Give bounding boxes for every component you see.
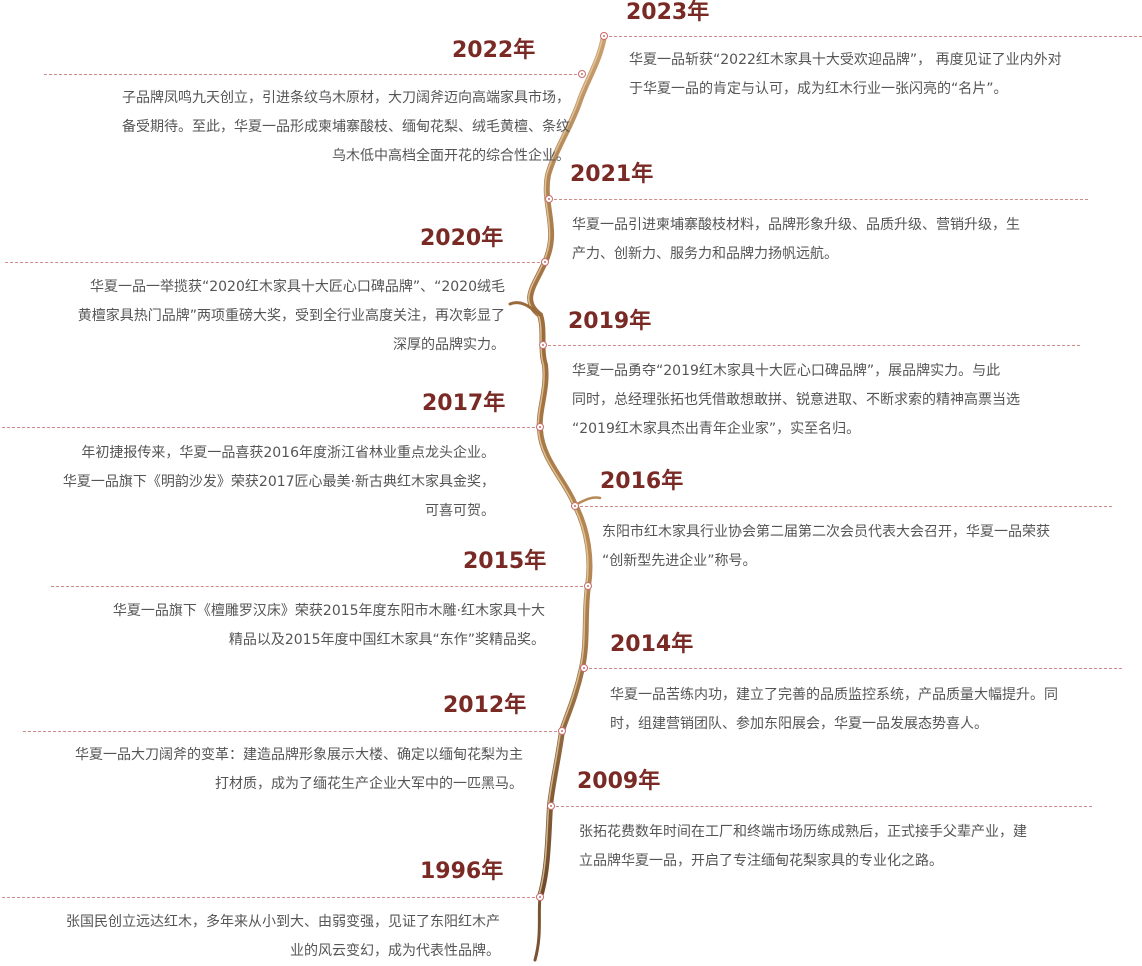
dashed-connector <box>2 427 540 428</box>
event-description: 华夏一品斩获“2022红木家具十大受欢迎品牌”， 再度见证了业内外对于华夏一品的… <box>629 46 1139 104</box>
dashed-connector <box>543 345 1080 346</box>
event-year: 2023年 <box>626 0 710 25</box>
event-description: 张国民创立远达红木，多年来从小到大、由弱变强，见证了东阳红木产业的风云变幻，成为… <box>0 908 500 966</box>
event-description-line: 打材质，成为了缅花生产企业大军中的一匹黑马。 <box>215 776 523 792</box>
event-year: 2021年 <box>570 162 654 187</box>
event-description: 张拓花费数年时间在工厂和终端市场历练成熟后，正式接手父辈产业，建立品牌华夏一品，… <box>579 818 1099 876</box>
event-year: 2017年 <box>422 391 506 416</box>
event-description-line: 立品牌华夏一品，开启了专注缅甸花梨家具的专业化之路。 <box>579 853 943 869</box>
event-year: 2012年 <box>443 693 527 718</box>
dashed-connector <box>575 506 1112 507</box>
timeline-node-icon <box>584 582 592 590</box>
event-year: 2014年 <box>610 632 694 657</box>
dashed-connector <box>549 199 1088 200</box>
event-description-line: 备受期待。至此，华夏一品形成柬埔寨酸枝、缅甸花梨、绒毛黄檀、条纹 <box>122 119 570 135</box>
event-description-line: 业的风云变幻，成为代表性品牌。 <box>290 943 500 959</box>
event-description: 华夏一品一举揽获“2020红木家具十大匠心口碑品牌”、“2020绒毛黄檀家具热门… <box>5 273 505 360</box>
event-description: 华夏一品勇夺“2019红木家具十大匠心口碑品牌”，展品牌实力。与此同时，总经理张… <box>572 357 1082 444</box>
event-description-line: 产力、创新力、服务力和品牌力扬帆远航。 <box>572 246 838 262</box>
event-description-line: “2019红木家具杰出青年企业家”，实至名归。 <box>572 421 861 437</box>
event-description-line: 可喜可贺。 <box>425 503 495 519</box>
event-description-line: 张拓花费数年时间在工厂和终端市场历练成熟后，正式接手父辈产业，建 <box>579 824 1027 840</box>
timeline-node-icon <box>600 32 608 40</box>
event-year: 2009年 <box>577 769 661 794</box>
event-description-line: 张国民创立远达红木，多年来从小到大、由弱变强，见证了东阳红木产 <box>66 914 500 930</box>
event-description-line: 华夏一品旗下《明韵沙发》荣获2017匠心最美·新古典红木家具金奖， <box>62 474 495 490</box>
dashed-connector <box>2 897 540 898</box>
event-description-line: 深厚的品牌实力。 <box>393 337 505 353</box>
event-year: 2019年 <box>568 309 652 334</box>
event-description-line: 华夏一品苦练内功，建立了完善的品质监控系统，产品质量大幅提升。同 <box>610 687 1058 703</box>
dashed-connector <box>51 586 588 587</box>
event-description: 东阳市红木家具行业协会第二届第二次会员代表大会召开，华夏一品荣获 “创新型先进企业… <box>602 518 1122 576</box>
dashed-connector <box>604 36 1142 37</box>
timeline-node-icon <box>571 502 579 510</box>
event-description-line: 华夏一品旗下《檀雕罗汉床》荣获2015年度东阳市木雕·红木家具十大 <box>112 603 545 619</box>
event-description: 华夏一品旗下《檀雕罗汉床》荣获2015年度东阳市木雕·红木家具十大精品以及201… <box>40 597 545 655</box>
event-description-line: 华夏一品大刀阔斧的变革：建造品牌形象展示大楼、确定以缅甸花梨为主 <box>75 747 523 763</box>
event-description-line: 黄檀家具热门品牌”两项重磅大奖，受到全行业高度关注，再次彰显了 <box>77 308 505 324</box>
dashed-connector <box>44 74 582 75</box>
timeline-node-icon <box>536 893 544 901</box>
timeline-node-icon <box>547 802 555 810</box>
event-description-line: 东阳市红木家具行业协会第二届第二次会员代表大会召开，华夏一品荣获 <box>602 524 1050 540</box>
timeline-node-icon <box>580 664 588 672</box>
event-description-line: 年初捷报传来，华夏一品喜获2016年度浙江省林业重点龙头企业。 <box>81 445 495 461</box>
event-description-line: 同时，总经理张拓也凭借敢想敢拼、锐意进取、不断求索的精神高票当选 <box>572 392 1020 408</box>
dashed-connector <box>584 668 1122 669</box>
timeline-node-icon <box>541 258 549 266</box>
event-description-line: 华夏一品斩获“2022红木家具十大受欢迎品牌”， 再度见证了业内外对 <box>629 52 1062 68</box>
event-year: 2020年 <box>420 226 504 251</box>
event-description-line: 华夏一品一举揽获“2020红木家具十大匠心口碑品牌”、“2020绒毛 <box>89 279 505 295</box>
event-description-line: 于华夏一品的肯定与认可，成为红木行业一张闪亮的“名片”。 <box>629 81 1008 97</box>
event-description: 年初捷报传来，华夏一品喜获2016年度浙江省林业重点龙头企业。华夏一品旗下《明韵… <box>2 439 495 526</box>
timeline-node-icon <box>545 195 553 203</box>
timeline-node-icon <box>558 727 566 735</box>
event-year: 2022年 <box>452 38 536 63</box>
dashed-connector <box>551 806 1092 807</box>
event-description-line: 子品牌凤鸣九天创立，引进条纹乌木原材，大刀阔斧迈向高端家具市场， <box>122 90 570 106</box>
timeline-node-icon <box>578 70 586 78</box>
event-description: 华夏一品引进柬埔寨酸枝材料，品牌形象升级、品质升级、营销升级，生产力、创新力、服… <box>572 211 1082 269</box>
event-description: 华夏一品大刀阔斧的变革：建造品牌形象展示大楼、确定以缅甸花梨为主打材质，成为了缅… <box>10 741 523 799</box>
event-year: 2016年 <box>600 469 684 494</box>
event-description-line: 精品以及2015年度中国红木家具“东作”奖精品奖。 <box>228 632 545 648</box>
event-description-line: 时，组建营销团队、参加东阳展会，华夏一品发展态势喜人。 <box>610 716 988 732</box>
event-year: 2015年 <box>463 549 547 574</box>
dashed-connector <box>5 262 545 263</box>
event-description: 华夏一品苦练内功，建立了完善的品质监控系统，产品质量大幅提升。同时，组建营销团队… <box>610 681 1130 739</box>
dashed-connector <box>23 731 562 732</box>
event-description-line: “创新型先进企业”称号。 <box>602 553 757 569</box>
event-description-line: 华夏一品勇夺“2019红木家具十大匠心口碑品牌”，展品牌实力。与此 <box>572 363 1001 379</box>
event-description-line: 华夏一品引进柬埔寨酸枝材料，品牌形象升级、品质升级、营销升级，生 <box>572 217 1020 233</box>
timeline-node-icon <box>539 341 547 349</box>
event-description: 子品牌凤鸣九天创立，引进条纹乌木原材，大刀阔斧迈向高端家具市场， 备受期待。至此，… <box>10 84 570 171</box>
timeline-node-icon <box>536 423 544 431</box>
event-year: 1996年 <box>420 859 504 884</box>
event-description-line: 乌木低中高档全面开花的综合性企业。 <box>332 148 570 164</box>
